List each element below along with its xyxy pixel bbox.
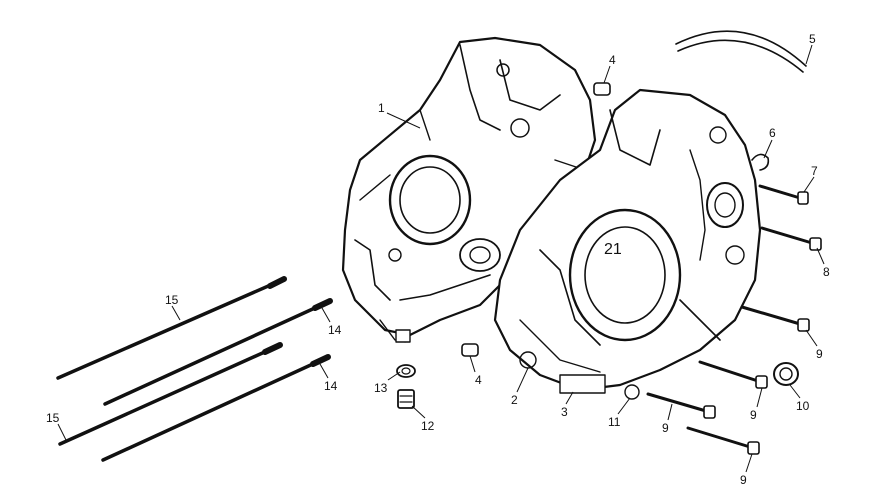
- svg-text:21: 21: [604, 241, 622, 258]
- stud-15-lower: [58, 342, 283, 446]
- callout-13: 13: [374, 381, 388, 395]
- dowel-pin-upper: [593, 82, 611, 96]
- callout-3: 3: [561, 405, 568, 419]
- dowel-pin-lower: [461, 343, 479, 357]
- bolt-9-d: [686, 426, 760, 455]
- callout-9-c: 9: [662, 421, 669, 435]
- callout-4-lower: 4: [475, 373, 482, 387]
- right-crankcase-half: 21: [493, 88, 762, 400]
- clip: [751, 153, 770, 171]
- bolt-9-b: [698, 360, 768, 389]
- spacer-nut: [773, 362, 799, 386]
- callout-14-lower: 14: [324, 379, 338, 393]
- callout-7: 7: [811, 164, 818, 178]
- stud-15-upper: [56, 276, 287, 380]
- breather-tube: [675, 30, 807, 73]
- sealing-washer: [396, 364, 416, 378]
- callout-labels: 1 2 3 4 4 5 6 7 8 9 9 9 9 10 11 12 13 14…: [46, 32, 830, 487]
- callout-5: 5: [809, 32, 816, 46]
- drain-plug: [397, 389, 415, 409]
- bolt-8: [760, 226, 822, 251]
- leader-lines: [57, 44, 825, 473]
- bolt-9-c: [646, 392, 716, 419]
- callout-15-lower: 15: [46, 411, 60, 425]
- callout-2: 2: [511, 393, 518, 407]
- callout-10: 10: [796, 399, 810, 413]
- callout-11: 11: [608, 415, 621, 429]
- stud-14-upper: [103, 298, 333, 406]
- callout-4-upper: 4: [609, 53, 616, 67]
- bolt-7: [758, 184, 809, 205]
- bolt-9-a: [740, 305, 810, 332]
- callout-9-d: 9: [740, 473, 747, 487]
- callout-15-upper: 15: [165, 293, 179, 307]
- callout-14-upper: 14: [328, 323, 342, 337]
- callout-1: 1: [378, 101, 385, 115]
- callout-6: 6: [769, 126, 776, 140]
- callout-9-a: 9: [816, 347, 823, 361]
- callout-9-b: 9: [750, 408, 757, 422]
- stud-14-lower: [101, 354, 331, 462]
- callout-8: 8: [823, 265, 830, 279]
- callout-12: 12: [421, 419, 435, 433]
